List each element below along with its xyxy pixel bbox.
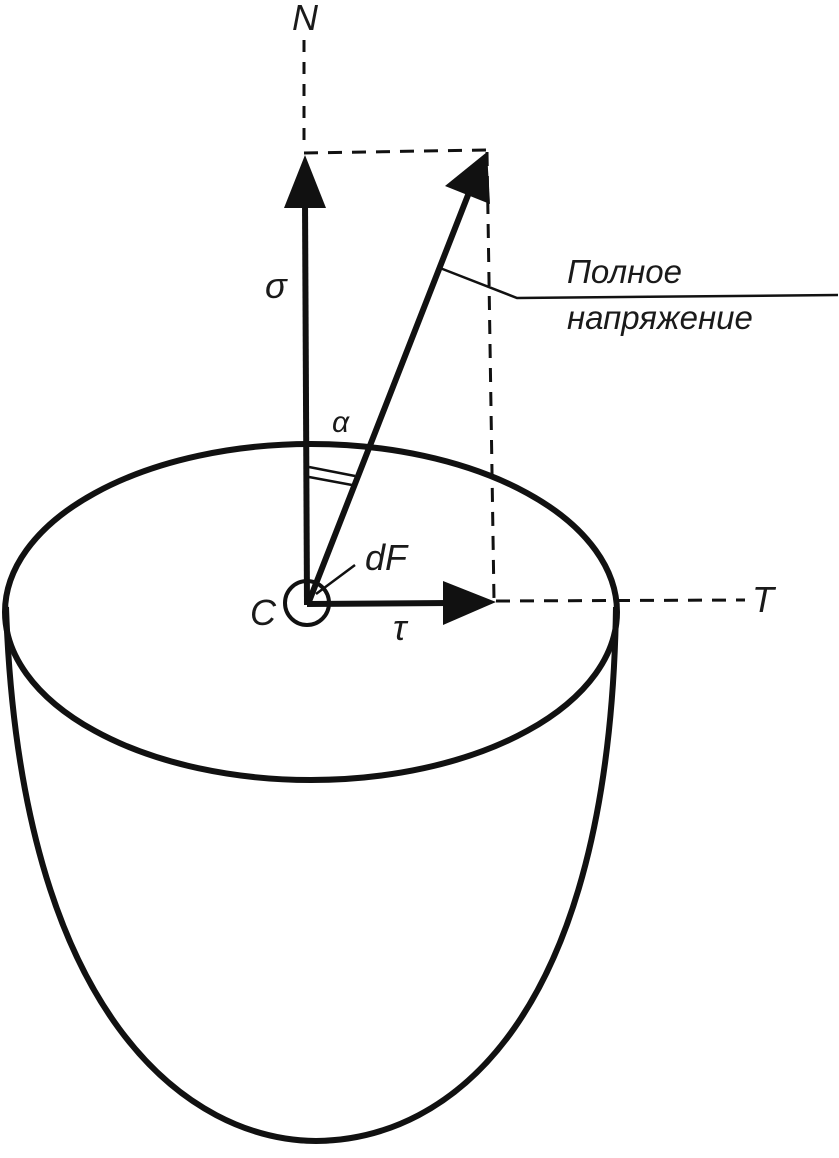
label-resultant-line2: напряжение xyxy=(567,299,753,336)
angle-mark-2 xyxy=(308,475,353,487)
label-area: dF xyxy=(365,537,409,578)
label-tau: τ xyxy=(393,607,409,648)
resultant-arrow-shaft xyxy=(305,188,473,606)
label-center: C xyxy=(250,592,277,633)
area-element-circle xyxy=(283,579,331,627)
parallelogram-top-dashed xyxy=(303,148,487,155)
label-resultant-line1: Полное xyxy=(567,253,682,290)
section-ellipse xyxy=(2,441,620,783)
label-alpha: α xyxy=(332,406,350,439)
sigma-arrowhead xyxy=(284,155,326,208)
label-tangent-axis: T xyxy=(752,579,777,620)
sigma-arrow-shaft xyxy=(302,199,310,606)
label-sigma: σ xyxy=(265,265,288,306)
tau-arrowhead xyxy=(443,581,496,625)
resultant-leader-line xyxy=(439,266,839,300)
resultant-arrowhead xyxy=(445,152,490,204)
area-leader-line xyxy=(315,563,356,596)
parallelogram-right-dashed xyxy=(485,151,496,601)
tangent-axis-dashed xyxy=(495,598,746,603)
angle-mark-1 xyxy=(308,465,356,478)
label-normal-axis: N xyxy=(292,0,319,38)
body-surface xyxy=(3,606,619,1145)
